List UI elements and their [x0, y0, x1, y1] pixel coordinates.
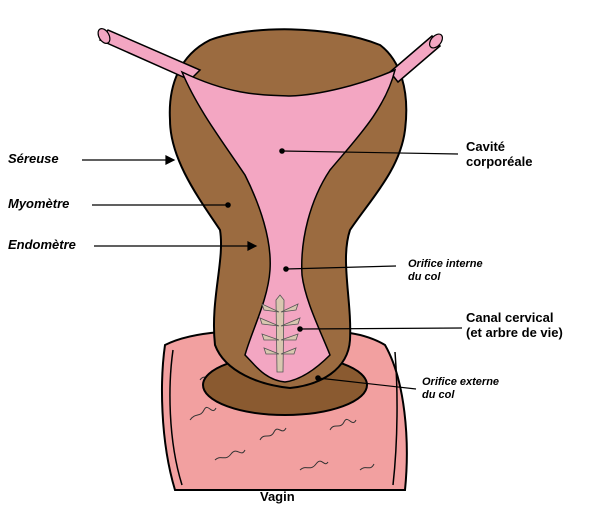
uterine-cavity — [180, 68, 397, 383]
label-cavite-corporeale: Cavité corporéale — [466, 139, 533, 170]
label-orifice-externe-line1: Orifice externe — [422, 376, 500, 388]
label-orifice-externe: Orifice externe du col — [422, 376, 499, 401]
label-myometre: Myomètre — [8, 196, 70, 211]
label-canal-cervical: Canal cervical (et arbre de vie) — [466, 310, 563, 341]
arbor-vitae — [259, 294, 301, 373]
label-cavite-line2: corporéale — [466, 153, 533, 169]
label-orifice-interne-line2: du col — [408, 270, 441, 283]
label-canal-line1: Canal cervical — [466, 310, 554, 325]
label-canal-line2: (et arbre de vie) — [466, 324, 563, 340]
label-orifice-interne-line1: Orifice interne — [408, 258, 483, 270]
pointer-lines — [82, 148, 463, 390]
label-orifice-interne: Orifice interne du col — [408, 258, 483, 283]
vagina-wall — [169, 349, 398, 486]
label-orifice-externe-line2: du col — [422, 388, 455, 401]
label-endometre: Endomètre — [8, 237, 76, 252]
fallopian-tubes — [97, 28, 444, 84]
label-sereuse: Séreuse — [8, 151, 59, 166]
label-cavite-line1: Cavité — [466, 139, 506, 154]
label-vagin: Vagin — [260, 489, 295, 504]
